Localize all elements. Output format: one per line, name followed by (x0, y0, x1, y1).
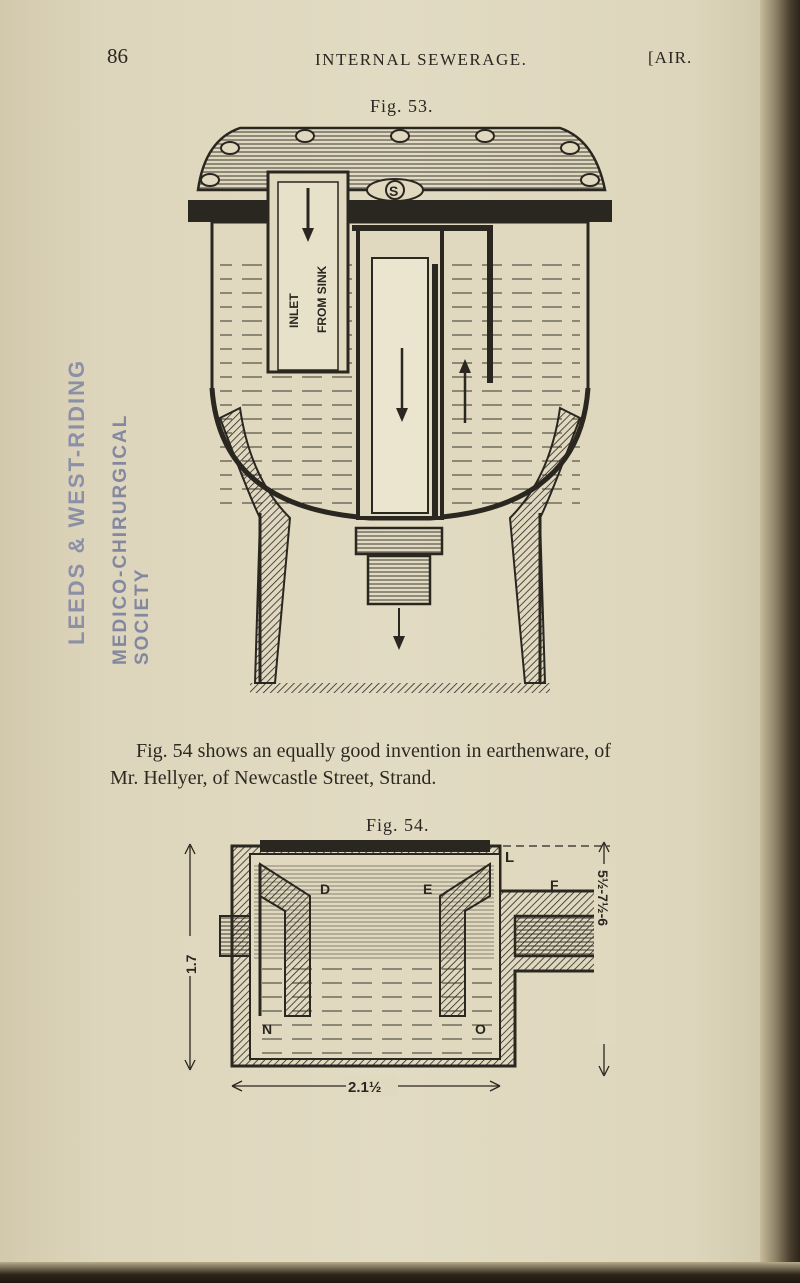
library-stamp-line2: MEDICO-CHIRURGICAL SOCIETY (110, 414, 153, 665)
figure-53-illustration: S INLET FROM SINK (188, 126, 612, 693)
running-head: INTERNAL SEWERAGE. (315, 50, 528, 69)
label-L: L (505, 849, 514, 866)
page-header: 86 INTERNAL SEWERAGE. [AIR. (0, 44, 800, 74)
library-stamp-line1: LEEDS & WEST-RIDING (64, 358, 89, 645)
label-O: O (475, 1021, 486, 1037)
page-bottom-edge (0, 1262, 800, 1283)
inlet-label: INLET (287, 293, 301, 328)
figure-53-caption: Fig. 53. (370, 96, 434, 116)
label-N: N (262, 1021, 272, 1037)
book-spine (760, 0, 800, 1283)
from-sink-label: FROM SINK (315, 265, 329, 333)
label-F: F (550, 877, 559, 893)
label-E: E (423, 881, 432, 897)
body-line-1: Fig. 54 shows an equally good invention … (136, 740, 611, 762)
body-paragraph: Fig. 54 shows an equally good invention … (110, 738, 720, 792)
lid-bolt-icons (200, 129, 600, 187)
section-tag: [AIR. (648, 48, 693, 67)
figure-54-illustration: L D E F N O 2.1½ 1.7 5½-7½-6 (180, 840, 616, 1096)
figure-54-caption: Fig. 54. (366, 815, 430, 835)
label-D: D (320, 881, 330, 897)
cover-mark: S (389, 183, 398, 199)
body-line-2: Mr. Hellyer, of Newcastle Street, Strand… (110, 767, 437, 789)
dimension-left: 1.7 (183, 954, 199, 974)
dimension-bottom: 2.1½ (348, 1079, 381, 1096)
dimension-right: 5½-7½-6 (595, 870, 611, 926)
page-number: 86 (107, 44, 128, 68)
